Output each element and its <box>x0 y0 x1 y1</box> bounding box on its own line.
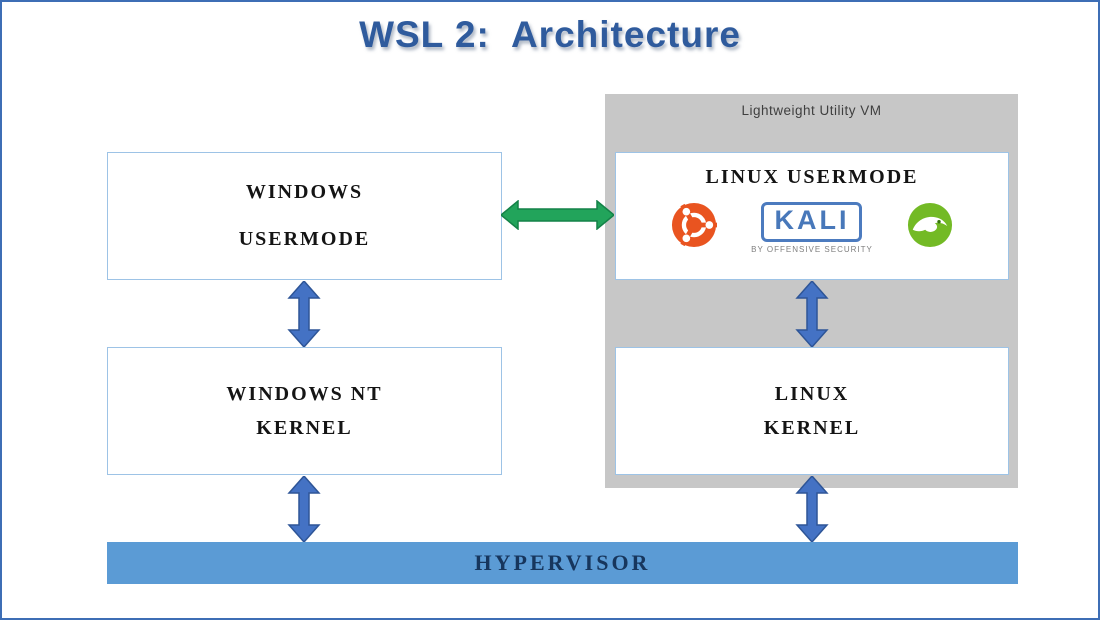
windows-usermode-line2: USERMODE <box>238 228 371 250</box>
linux-usermode-title: LINUX USERMODE <box>705 166 919 188</box>
windows-nt-kernel-line2: KERNEL <box>256 416 353 439</box>
hypervisor-label: HYPERVISOR <box>474 550 651 575</box>
linux-kernel-line2: KERNEL <box>763 416 861 439</box>
windows-nt-kernel-line1: WINDOWS NT <box>226 382 383 405</box>
distro-logos-row: KALI BY OFFENSIVE SECURITY <box>671 202 953 254</box>
kali-logo-text: KALI <box>761 202 863 242</box>
kali-logo-subtitle: BY OFFENSIVE SECURITY <box>751 244 873 254</box>
windows-usermode-to-kernel-arrow-icon <box>287 279 321 352</box>
linux-usermode-box: LINUX USERMODE <box>615 152 1009 280</box>
windows-usermode-box: WINDOWS USERMODE <box>107 152 502 280</box>
linux-kernel-line1: LINUX <box>774 382 850 405</box>
linux-kernel-box: LINUX KERNEL <box>615 347 1009 475</box>
linux-kernel-to-hypervisor-arrow-icon <box>795 474 829 547</box>
windows-to-linux-usermode-arrow-icon <box>499 199 616 235</box>
page-title: WSL 2: Architecture <box>359 14 741 55</box>
linux-usermode-to-kernel-arrow-icon <box>795 279 829 352</box>
windows-kernel-to-hypervisor-arrow-icon <box>287 474 321 547</box>
windows-usermode-line1: WINDOWS <box>245 181 364 203</box>
opensuse-logo-icon <box>907 202 953 253</box>
vm-container-label: Lightweight Utility VM <box>741 103 882 118</box>
ubuntu-logo-icon <box>671 202 718 253</box>
hypervisor-bar: HYPERVISOR <box>107 542 1018 584</box>
kali-logo: KALI BY OFFENSIVE SECURITY <box>751 202 873 254</box>
windows-nt-kernel-box: WINDOWS NT KERNEL <box>107 347 502 475</box>
